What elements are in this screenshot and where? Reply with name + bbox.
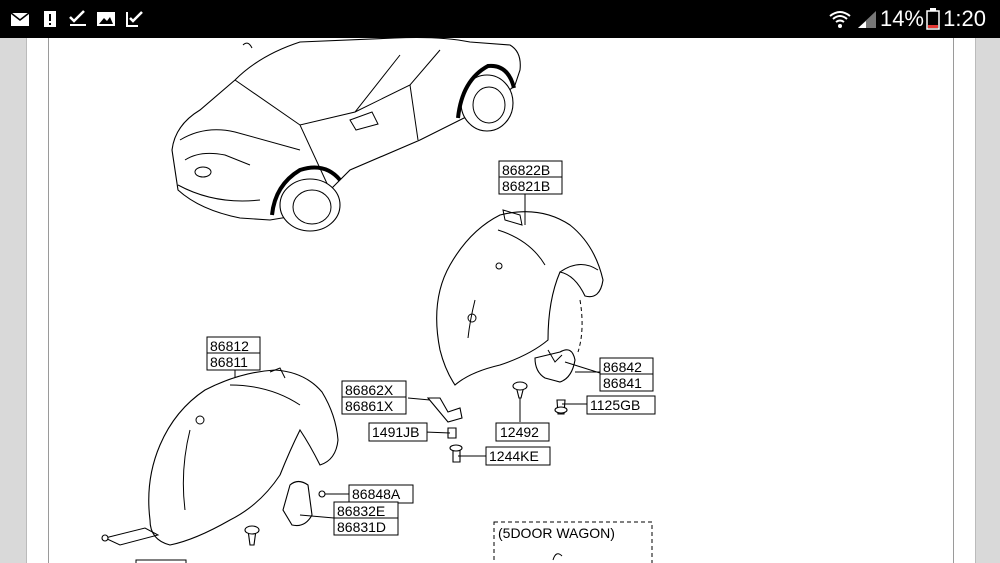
- part-number-86811: 86811: [210, 354, 248, 370]
- label-box-12492: [495, 422, 550, 442]
- check-icon: [69, 10, 86, 26]
- part-number-86862X: 86862X: [345, 382, 394, 398]
- part-number-86848A: 86848A: [352, 486, 401, 502]
- part-number-86841: 86841: [603, 375, 642, 391]
- wifi-icon: [829, 11, 851, 28]
- label-box-1491JB: [368, 422, 428, 442]
- leader-lines: [234, 193, 601, 519]
- part-number-86832E: 86832E: [337, 503, 385, 519]
- wagon-variant-label: (5DOOR WAGON): [498, 525, 615, 541]
- rear-mud-guard: [534, 299, 600, 383]
- label-box-1125GB: [586, 395, 656, 415]
- part-labels: 86822B 86821B 86842 86841 1125GB 12492 8…: [135, 160, 656, 563]
- signal-icon: [858, 11, 876, 28]
- part-number-86842: 86842: [603, 359, 642, 375]
- car-illustration: [171, 36, 521, 232]
- part-number-86831D: 86831D: [337, 519, 386, 535]
- part-number-12492: 12492: [500, 424, 539, 440]
- image-icon: [97, 12, 115, 26]
- mail-icon: [10, 12, 30, 26]
- clock-time: 1:20: [943, 6, 986, 31]
- battery-percent: 14%: [879, 6, 924, 31]
- part-number-1125GB: 1125GB: [590, 397, 640, 413]
- label-box-1244KE: [485, 446, 551, 466]
- fasteners: [101, 381, 568, 546]
- battery-icon: [926, 8, 940, 30]
- part-number-86861X: 86861X: [345, 398, 394, 414]
- label-box-cutoff: [135, 559, 187, 563]
- sheet-border: [48, 38, 954, 563]
- status-bar: 14% 1:20: [0, 0, 1000, 38]
- part-number-86812: 86812: [210, 338, 249, 354]
- front-mud-guard: [282, 480, 313, 527]
- wagon-variant-box: [493, 521, 653, 563]
- part-number-86821B: 86821B: [502, 178, 550, 194]
- front-wheel-guard: [103, 367, 339, 546]
- part-number-86822B: 86822B: [502, 162, 550, 178]
- part-number-1244KE: 1244KE: [489, 448, 539, 464]
- alert-icon: [44, 11, 56, 27]
- part-number-1491JB: 1491JB: [372, 424, 419, 440]
- rear-wheel-guard: [436, 185, 604, 386]
- clipboard-check-icon: [126, 11, 143, 27]
